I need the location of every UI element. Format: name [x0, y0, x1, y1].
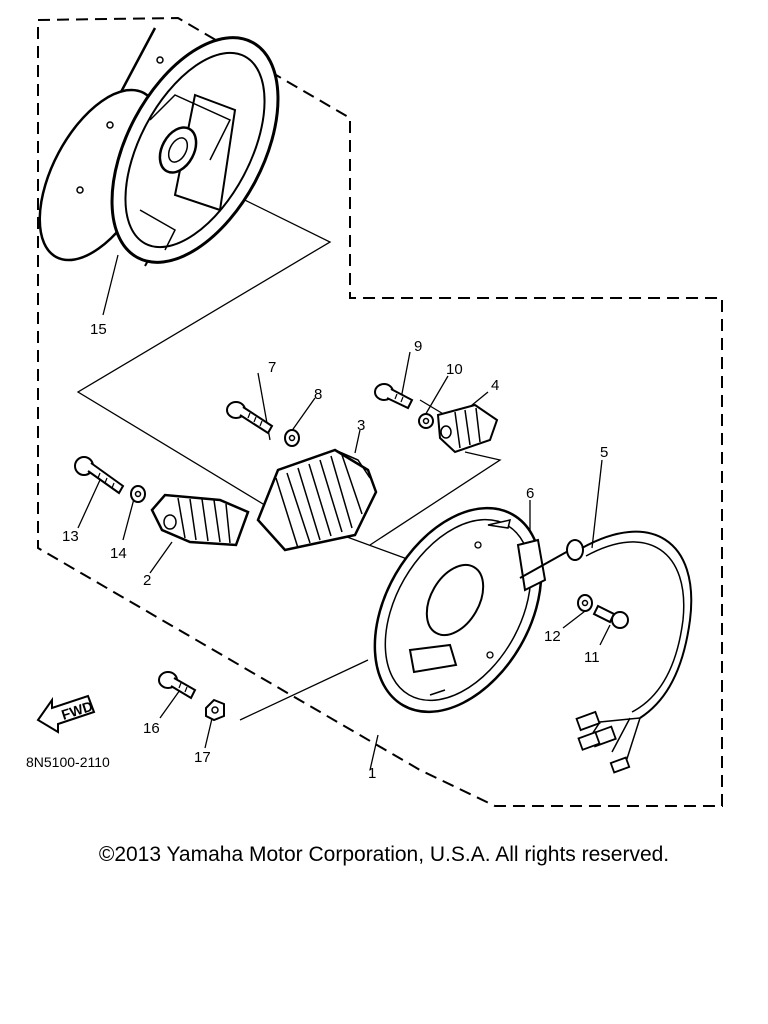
callout-5: 5	[600, 444, 608, 461]
callout-1: 1	[368, 765, 376, 782]
washer-8	[284, 429, 300, 447]
callout-11: 11	[584, 649, 600, 666]
fwd-label: FWD	[59, 698, 94, 723]
callout-12: 12	[544, 628, 561, 645]
callout-6: 6	[526, 485, 534, 502]
screw-13	[74, 456, 125, 495]
callout-9: 9	[414, 338, 422, 355]
washer-10	[418, 413, 434, 429]
screw-7	[226, 401, 274, 435]
callout-15: 15	[90, 321, 107, 338]
clamp-6	[516, 538, 547, 592]
copyright-notice: ©2013 Yamaha Motor Corporation, U.S.A. A…	[98, 843, 670, 866]
drawing-code: 8N5100-2110	[26, 754, 110, 770]
nut-17	[205, 698, 225, 722]
callout-10: 10	[446, 361, 463, 378]
screw-16	[158, 671, 197, 700]
callout-14: 14	[110, 545, 127, 562]
pickup-coil-4	[436, 403, 499, 454]
callout-13: 13	[62, 528, 79, 545]
wire-harness-5	[519, 530, 693, 774]
parts-diagram: FWD 1 2 3 4 5 6 7 8 9 10 11 12 13 14 15 …	[26, 16, 723, 807]
callout-8: 8	[314, 386, 322, 403]
screw-11	[592, 604, 629, 629]
flywheel-part	[38, 27, 280, 267]
lighting-coil-2	[150, 493, 250, 547]
callout-7: 7	[268, 359, 276, 376]
callout-17: 17	[194, 749, 211, 766]
callout-2: 2	[143, 572, 151, 589]
washer-14	[130, 485, 146, 503]
callout-3: 3	[357, 417, 365, 434]
washer-12	[577, 594, 593, 612]
charge-coil-3	[256, 448, 378, 552]
stator-plate-1	[373, 506, 543, 714]
screw-9	[374, 383, 414, 410]
callout-4: 4	[491, 377, 499, 394]
callout-16: 16	[143, 720, 160, 737]
fwd-arrow-icon: FWD	[36, 694, 96, 734]
